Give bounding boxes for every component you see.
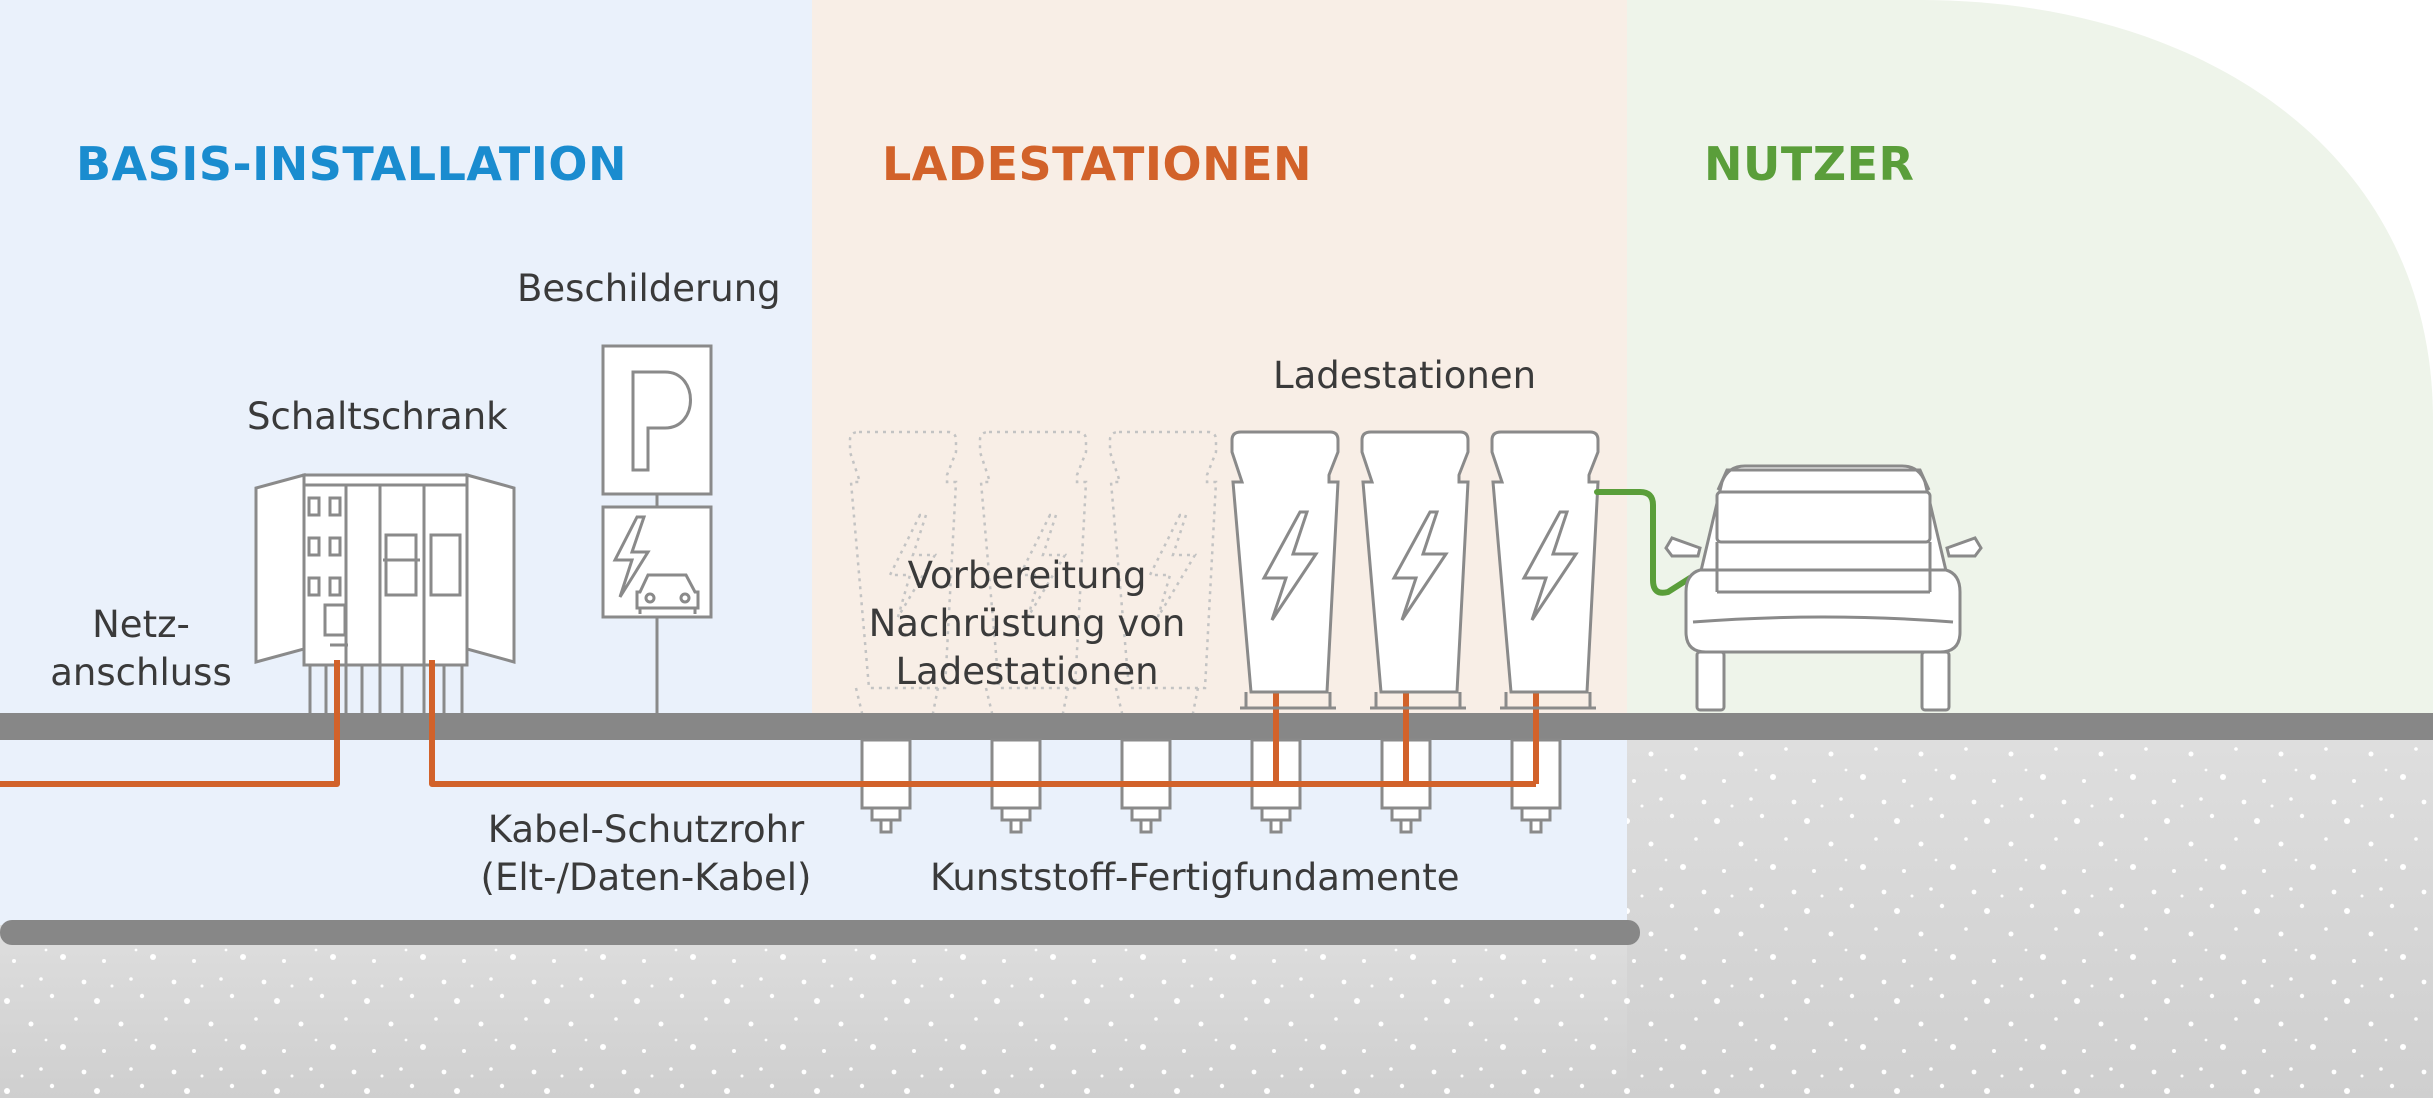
charging-station-2	[1360, 430, 1470, 710]
ground-base-line	[0, 920, 1640, 945]
foundation-3	[1120, 738, 1172, 834]
foundation-2	[990, 738, 1042, 834]
future-stations	[848, 430, 1218, 714]
section-title-ladestationen: LADESTATIONEN	[882, 137, 1313, 191]
lade-background	[812, 0, 1627, 720]
grid-connection-cable	[0, 660, 340, 787]
car-icon	[1664, 464, 1983, 712]
switch-cabinet-icon	[254, 473, 516, 713]
label-fundamente: Kunststoff-Fertigfundamente	[930, 856, 1460, 899]
label-ladestationen: Ladestationen	[1273, 354, 1537, 397]
charging-station-3	[1490, 430, 1600, 710]
cable-conduit	[429, 660, 1536, 787]
charging-station-1	[1230, 430, 1340, 710]
label-netzanschluss: Netz- anschluss	[50, 603, 232, 694]
foundation-1	[860, 738, 912, 834]
ground-surface	[0, 713, 2433, 740]
parking-sign-icon	[601, 344, 713, 496]
lightning-bolt-icon	[1521, 510, 1579, 621]
charging-stations	[1230, 430, 1600, 710]
charging-cable	[1594, 489, 1693, 596]
label-vorbereitung: Vorbereitung Nachrüstung von Ladestation…	[868, 554, 1186, 693]
lightning-bolt-icon	[1391, 510, 1449, 621]
section-title-basis-installation: BASIS-INSTALLATION	[76, 137, 628, 191]
signage	[601, 344, 713, 713]
label-kabel-schutzrohr: Kabel-Schutzrohr (Elt-/Daten-Kabel)	[480, 808, 812, 899]
label-schaltschrank: Schaltschrank	[247, 395, 508, 438]
ev-charging-sign-icon	[601, 505, 713, 619]
label-beschilderung: Beschilderung	[517, 267, 781, 310]
lightning-bolt-icon	[1261, 510, 1319, 621]
section-title-nutzer: NUTZER	[1704, 137, 1915, 191]
